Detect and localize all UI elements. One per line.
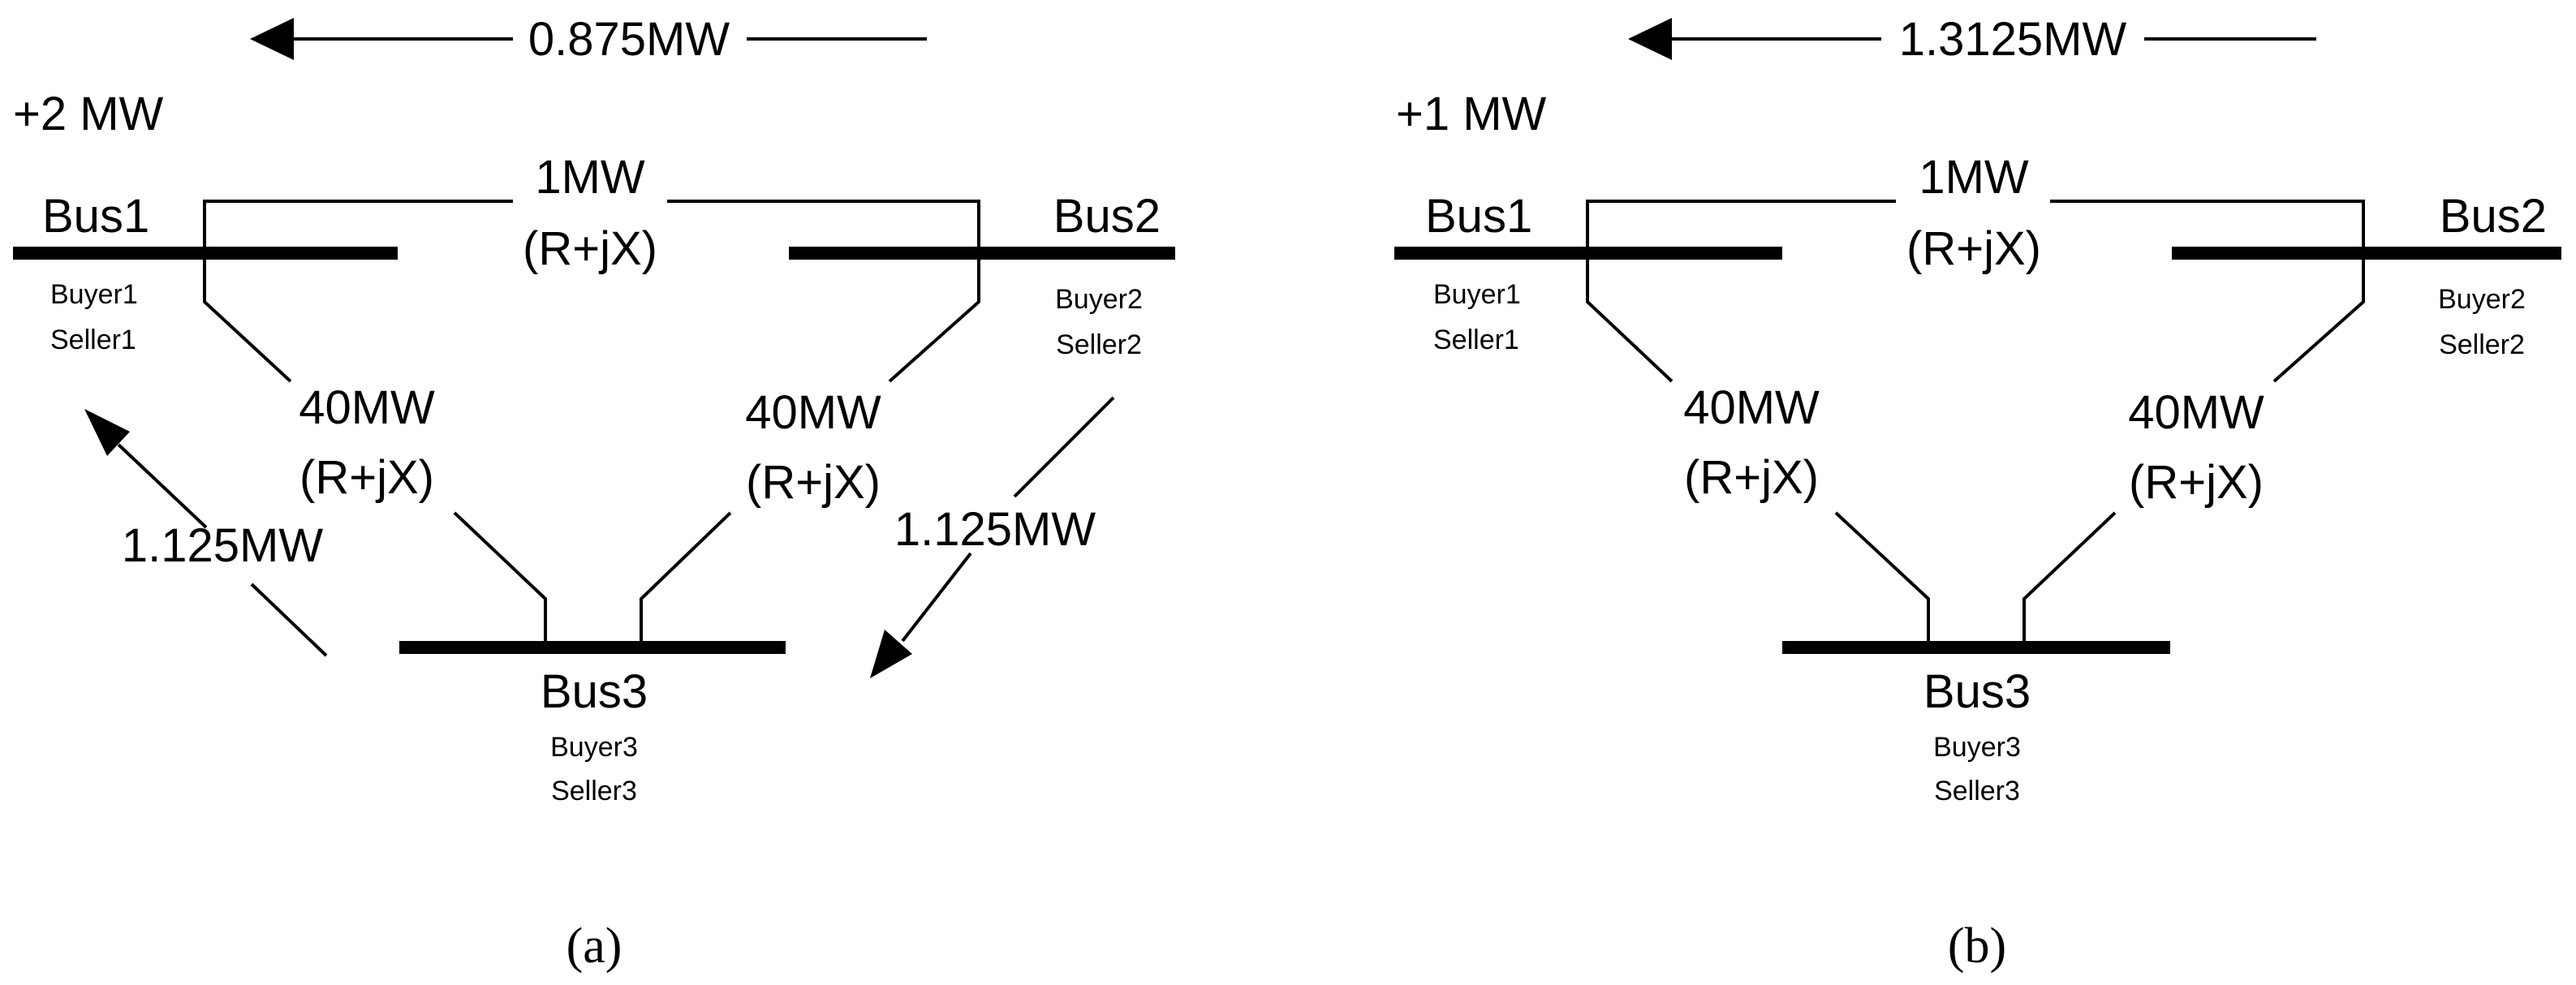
right-flow-arrow-a: [870, 396, 1115, 678]
line13-capacity-b: 40MW: [1683, 381, 1820, 434]
top-flow-arrow-b: [1628, 18, 2316, 60]
bus1-seller-b: Seller1: [1433, 325, 1519, 355]
line12-capacity-a: 1MW: [535, 151, 645, 204]
top-flow-arrow-a: [250, 18, 927, 60]
bus2-name-a: Bus2: [1053, 190, 1161, 243]
bus2-name-b: Bus2: [2440, 190, 2547, 243]
line23-capacity-a: 40MW: [745, 386, 881, 439]
line13-upper-segment-a: [203, 253, 292, 383]
bus2-buyer-b: Buyer2: [2438, 284, 2526, 315]
line23-impedance-a: (R+jX): [746, 456, 881, 509]
line12-left-segment-a: [203, 200, 513, 253]
caption-b: (b): [1948, 918, 2006, 974]
bus3-seller-b: Seller3: [1934, 776, 2020, 806]
line12-impedance-a: (R+jX): [523, 222, 657, 275]
line23-impedance-b: (R+jX): [2129, 456, 2264, 509]
bus1-name-b: Bus1: [1425, 190, 1532, 243]
line23-upper-segment-a: [888, 253, 980, 383]
top-flow-label-a: 0.875MW: [528, 13, 730, 66]
bus1-buyer-b: Buyer1: [1433, 279, 1521, 310]
injection-label-a: +2 MW: [13, 88, 164, 140]
line12-right-segment-a: [667, 200, 980, 253]
line13-capacity-a: 40MW: [299, 381, 435, 434]
bus1-seller-a: Seller1: [50, 325, 136, 355]
line23-capacity-b: 40MW: [2128, 386, 2264, 439]
injection-label-b: +1 MW: [1396, 88, 1547, 140]
line23-lower-segment-a: [640, 511, 732, 647]
line23-lower-segment-b: [2022, 511, 2117, 647]
line13-impedance-b: (R+jX): [1684, 451, 1819, 504]
bus2-seller-b: Seller2: [2439, 329, 2525, 360]
line13-lower-segment-a: [453, 511, 547, 647]
bus3-buyer-a: Buyer3: [550, 732, 638, 763]
bus3-name-b: Bus3: [1923, 665, 2031, 718]
line12-capacity-b: 1MW: [1919, 151, 2029, 204]
top-flow-label-b: 1.3125MW: [1899, 13, 2127, 66]
line12-impedance-b: (R+jX): [1906, 222, 2041, 275]
panel-b: 1.3125MW +1 MW 1MW (R+jX) 40MW (R+jX) 40…: [1394, 13, 2561, 974]
bus2-seller-a: Seller2: [1056, 329, 1142, 360]
line13-lower-segment-b: [1834, 511, 1930, 647]
bus3-seller-a: Seller3: [551, 776, 637, 806]
line23-upper-segment-b: [2272, 253, 2365, 383]
right-flow-label-a: 1.125MW: [894, 503, 1096, 556]
bus1-buyer-a: Buyer1: [50, 279, 138, 310]
panel-a: 0.875MW +2 MW 1MW (R+jX) 40MW (R+jX) 40M…: [13, 13, 1175, 974]
left-flow-label-a: 1.125MW: [122, 519, 323, 572]
caption-a: (a): [566, 918, 622, 974]
bus3-buyer-b: Buyer3: [1933, 732, 2021, 763]
line12-left-segment-b: [1586, 200, 1896, 253]
line13-impedance-a: (R+jX): [299, 451, 434, 504]
line13-upper-segment-b: [1586, 253, 1674, 383]
bus2-buyer-a: Buyer2: [1055, 284, 1143, 315]
bus1-name-a: Bus1: [42, 190, 149, 243]
left-flow-arrow-a: [84, 409, 328, 657]
bus3-name-a: Bus3: [541, 665, 648, 718]
line12-right-segment-b: [2050, 200, 2365, 253]
